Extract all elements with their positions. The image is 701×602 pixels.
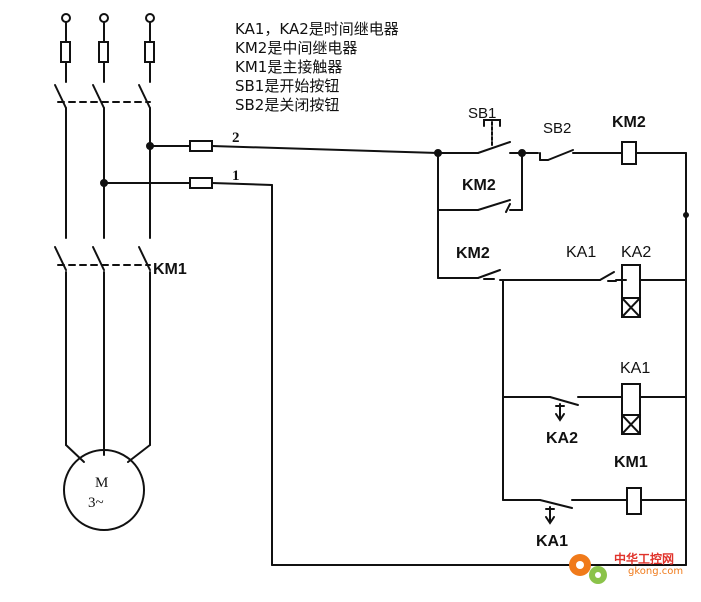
gear-logo-icon <box>569 554 607 584</box>
wire-label-2: 2 <box>232 130 240 146</box>
legend-line-4: SB1是开始按钮 <box>235 77 340 95</box>
ka1-coil-label: KA1 <box>620 360 650 377</box>
km2-hold-label: KM2 <box>462 177 496 194</box>
ka2-contact <box>549 396 579 422</box>
km1-coil-label: KM1 <box>614 454 648 471</box>
ka2-coil <box>621 264 641 318</box>
legend-line-1: KA1，KA2是时间继电器 <box>235 20 399 38</box>
isolator-switch <box>54 84 151 109</box>
main-fuses <box>60 41 155 63</box>
ka1-bottom-contact <box>539 499 573 525</box>
km2-holding-contact <box>477 199 511 213</box>
ka2-contact-label: KA2 <box>546 430 578 447</box>
ka1-contact <box>599 271 617 282</box>
watermark-url: gkong.com <box>628 566 684 577</box>
legend-line-2: KM2是中间继电器 <box>235 39 358 57</box>
legend-line-3: KM1是主接触器 <box>235 58 343 76</box>
control-fuses <box>189 140 213 189</box>
ka1-bottom-contact-label: KA1 <box>536 533 568 550</box>
ka1-coil <box>621 383 641 435</box>
sb2-label: SB2 <box>543 120 571 137</box>
km1-coil <box>626 487 642 515</box>
motor-circle <box>63 449 145 531</box>
sb1-label: SB1 <box>468 105 496 122</box>
km2-coil-label: KM2 <box>612 114 646 131</box>
sb2-stop-button <box>539 149 623 161</box>
watermark-title: 中华工控网 <box>614 552 675 566</box>
power-terminals <box>61 13 155 43</box>
sb1-start-button <box>477 119 511 154</box>
motor-label: M <box>95 475 108 491</box>
ka2-coil-label: KA2 <box>621 244 651 261</box>
km2-coil <box>621 141 637 165</box>
km1-main-label: KM1 <box>153 261 187 278</box>
ka1-contact-label: KA1 <box>566 244 596 261</box>
wire-label-1: 1 <box>232 168 240 184</box>
km2-contact-label: KM2 <box>456 245 490 262</box>
km1-main-contacts <box>54 246 151 271</box>
legend-line-5: SB2是关闭按钮 <box>235 96 340 114</box>
motor-phase-label: 3~ <box>88 495 104 511</box>
km2-contact <box>477 269 501 280</box>
